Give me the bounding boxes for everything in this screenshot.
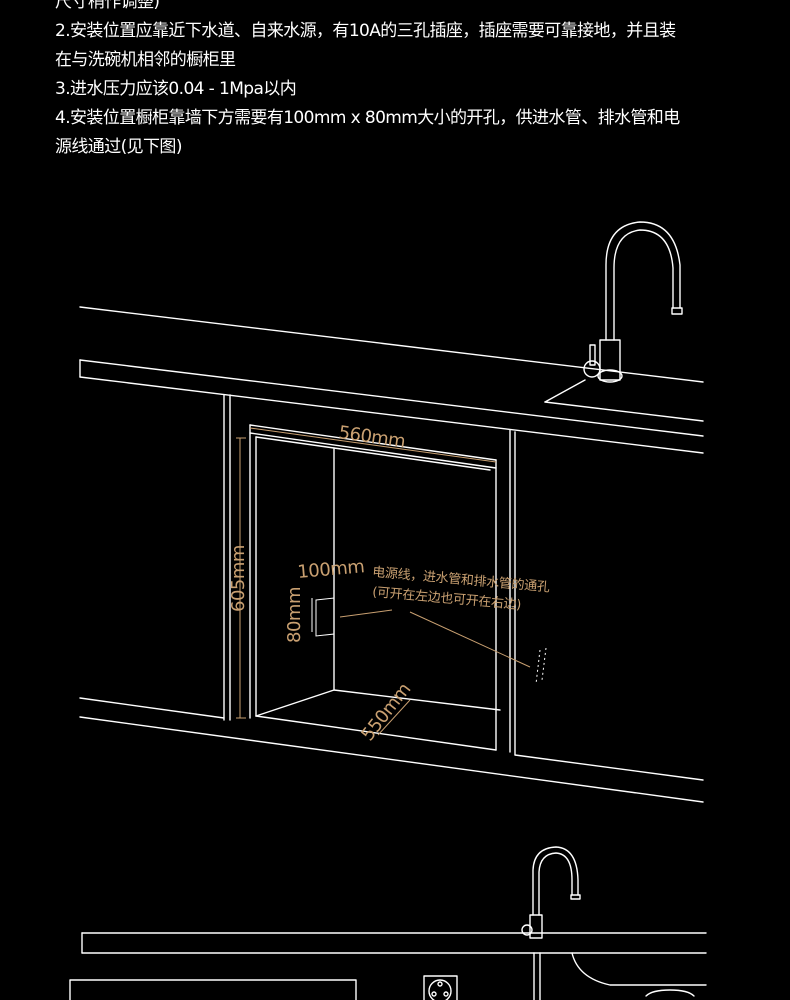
sink-outline — [544, 379, 704, 422]
requirement-line-5: 源线通过(见下图) — [55, 137, 182, 157]
dimension-width — [249, 427, 497, 463]
alt-pipe-hole — [535, 647, 547, 685]
height-label: 605mm — [228, 545, 249, 612]
lower-countertop — [81, 932, 707, 954]
requirement-line-0: 尺寸稍作调整) — [55, 0, 160, 12]
cabinet-plinth — [79, 697, 704, 803]
dimension-depth — [377, 699, 411, 736]
requirement-line-1: 2.安装位置应靠近下水道、自来水源，有10A的三孔插座，插座需要可靠接地，并且装 — [55, 21, 676, 41]
power-socket-icon — [423, 975, 458, 1000]
installation-requirements: 尺寸稍作调整) 2.安装位置应靠近下水道、自来水源，有10A的三孔插座，插座需要… — [55, 0, 745, 162]
faucet-icon — [583, 221, 683, 383]
dimension-height — [236, 437, 246, 719]
lower-cabinet — [69, 952, 707, 1000]
countertop — [79, 306, 704, 454]
depth-label: 550mm — [357, 679, 415, 745]
requirement-line-3: 3.进水压力应该0.04 - 1Mpa以内 — [55, 79, 297, 99]
width-label: 560mm — [337, 422, 406, 452]
requirement-line-2: 在与洗碗机相邻的橱柜里 — [55, 50, 236, 70]
lower-faucet-icon — [521, 846, 581, 939]
hole-height-label: 80mm — [284, 587, 305, 643]
note-leader — [409, 611, 531, 668]
hole-width-label: 100mm — [297, 556, 366, 583]
pipe-hole — [311, 597, 393, 637]
requirement-line-4: 4.安装位置橱柜靠墙下方需要有100mm x 80mm大小的开孔，供进水管、排水… — [55, 108, 680, 128]
